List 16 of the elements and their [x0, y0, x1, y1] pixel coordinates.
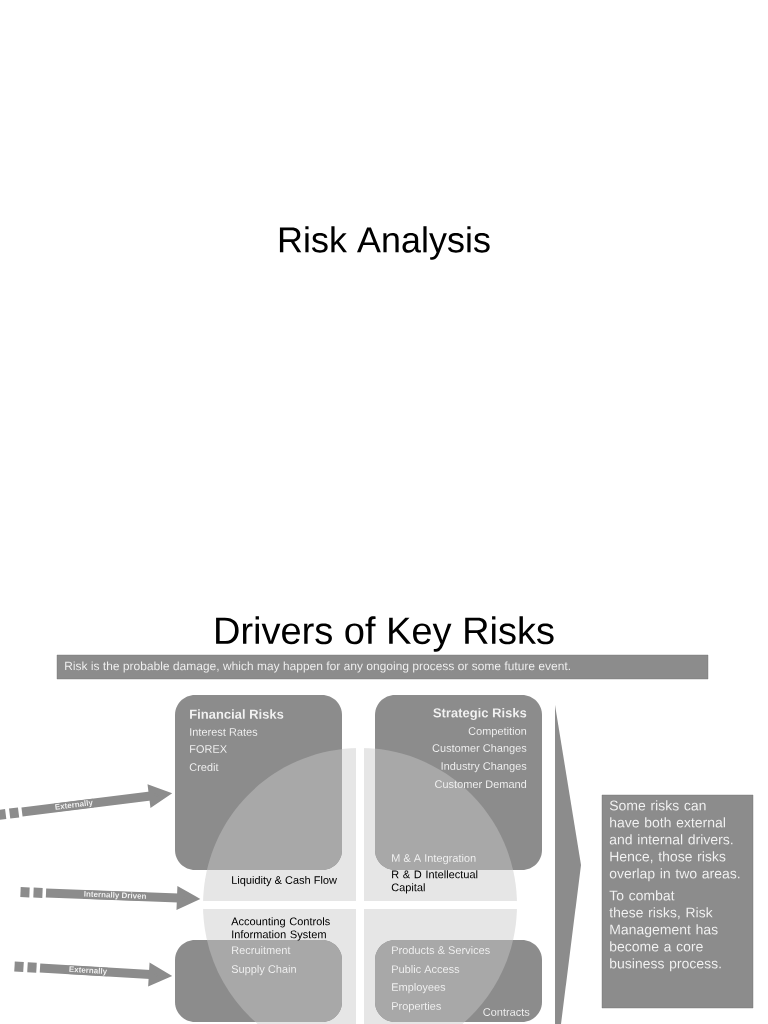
chevron-shape	[555, 705, 581, 1024]
circle-label: Liquidity & Cash Flow Accounting Controls Information System R & D Intellectual Capital	[231, 870, 478, 941]
definition-banner: Risk is the probable damage, which may happen for any ongoing process or some future event.	[56, 654, 709, 680]
edge-label: Externally	[68, 965, 108, 977]
risk-box: Products & Services Public Access Employees Properties Contracts	[375, 940, 542, 1022]
risk-box: Strategic Risks Competition Customer Changes Industry Changes Customer Demand M & A Integration	[375, 695, 542, 870]
node-label: R & D Intellectual Capital	[391, 870, 478, 894]
edge-label: Internally Driven	[83, 890, 148, 902]
note-box: Some risks can have both external and internal drivers. Hence, those risks overlap in two areas. To combat these risks, Risk Management has become a core business process.	[601, 794, 754, 1009]
edge-label: Externally	[53, 798, 94, 813]
slide-title: Drivers of Key Risks	[216, 616, 554, 652]
risk-box: Financial Risks Interest Rates FOREX Credit	[175, 695, 342, 870]
node-label: Accounting Controls Information System	[231, 917, 330, 941]
slide-title: Risk Analysis	[279, 226, 490, 260]
node-label: Liquidity & Cash Flow	[232, 875, 337, 887]
risk-box: Recruitment Supply Chain	[175, 940, 342, 1022]
